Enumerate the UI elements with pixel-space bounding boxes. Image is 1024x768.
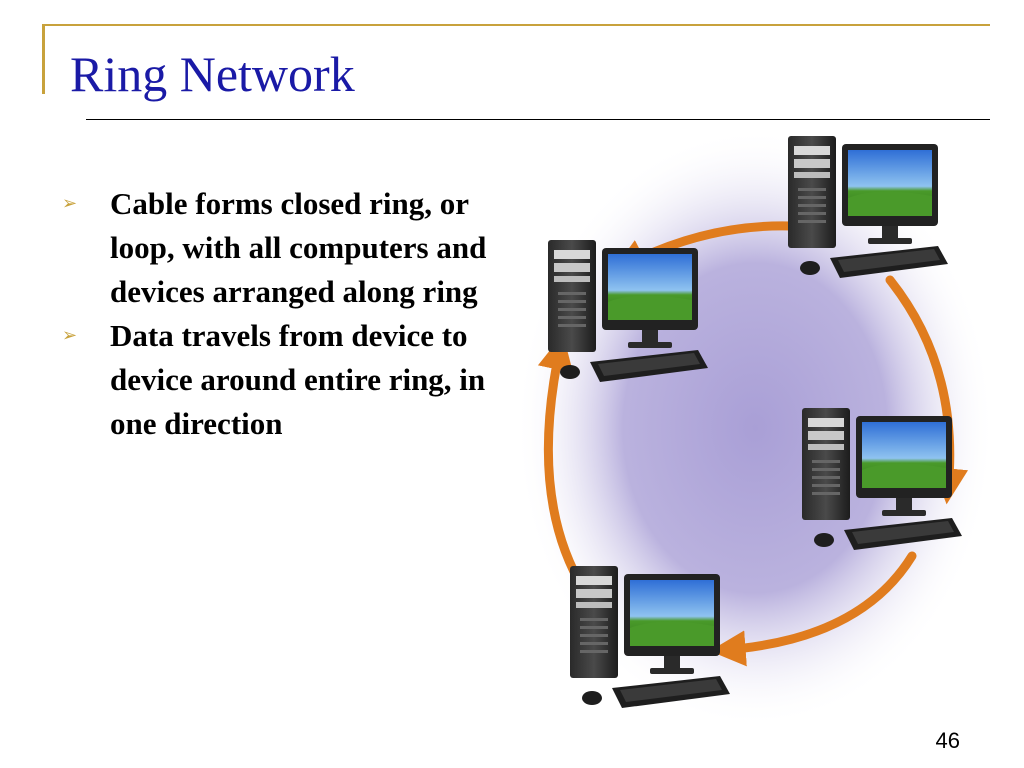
desktop-computer-icon <box>570 566 730 708</box>
bullet-text: Cable forms closed ring, or loop, with a… <box>110 186 487 309</box>
title-underline <box>86 119 990 120</box>
bullet-list: ➢ Cable forms closed ring, or loop, with… <box>62 182 492 446</box>
bullet-item: ➢ Data travels from device to device aro… <box>62 314 492 446</box>
ring-network-diagram <box>520 128 990 724</box>
bullet-item: ➢ Cable forms closed ring, or loop, with… <box>62 182 492 314</box>
ring-network-illustration <box>520 128 990 724</box>
frame-accent-vertical <box>42 24 45 94</box>
ring-arrow-icon <box>537 333 589 595</box>
frame-accent-horizontal <box>42 24 990 26</box>
bullet-text: Data travels from device to device aroun… <box>110 318 486 441</box>
page-number: 46 <box>935 728 960 753</box>
slide-title: Ring Network <box>70 46 355 102</box>
arrow-bullet-icon: ➢ <box>62 325 78 346</box>
arrow-bullet-icon: ➢ <box>62 193 78 214</box>
ring-arrow-icon <box>709 551 917 667</box>
